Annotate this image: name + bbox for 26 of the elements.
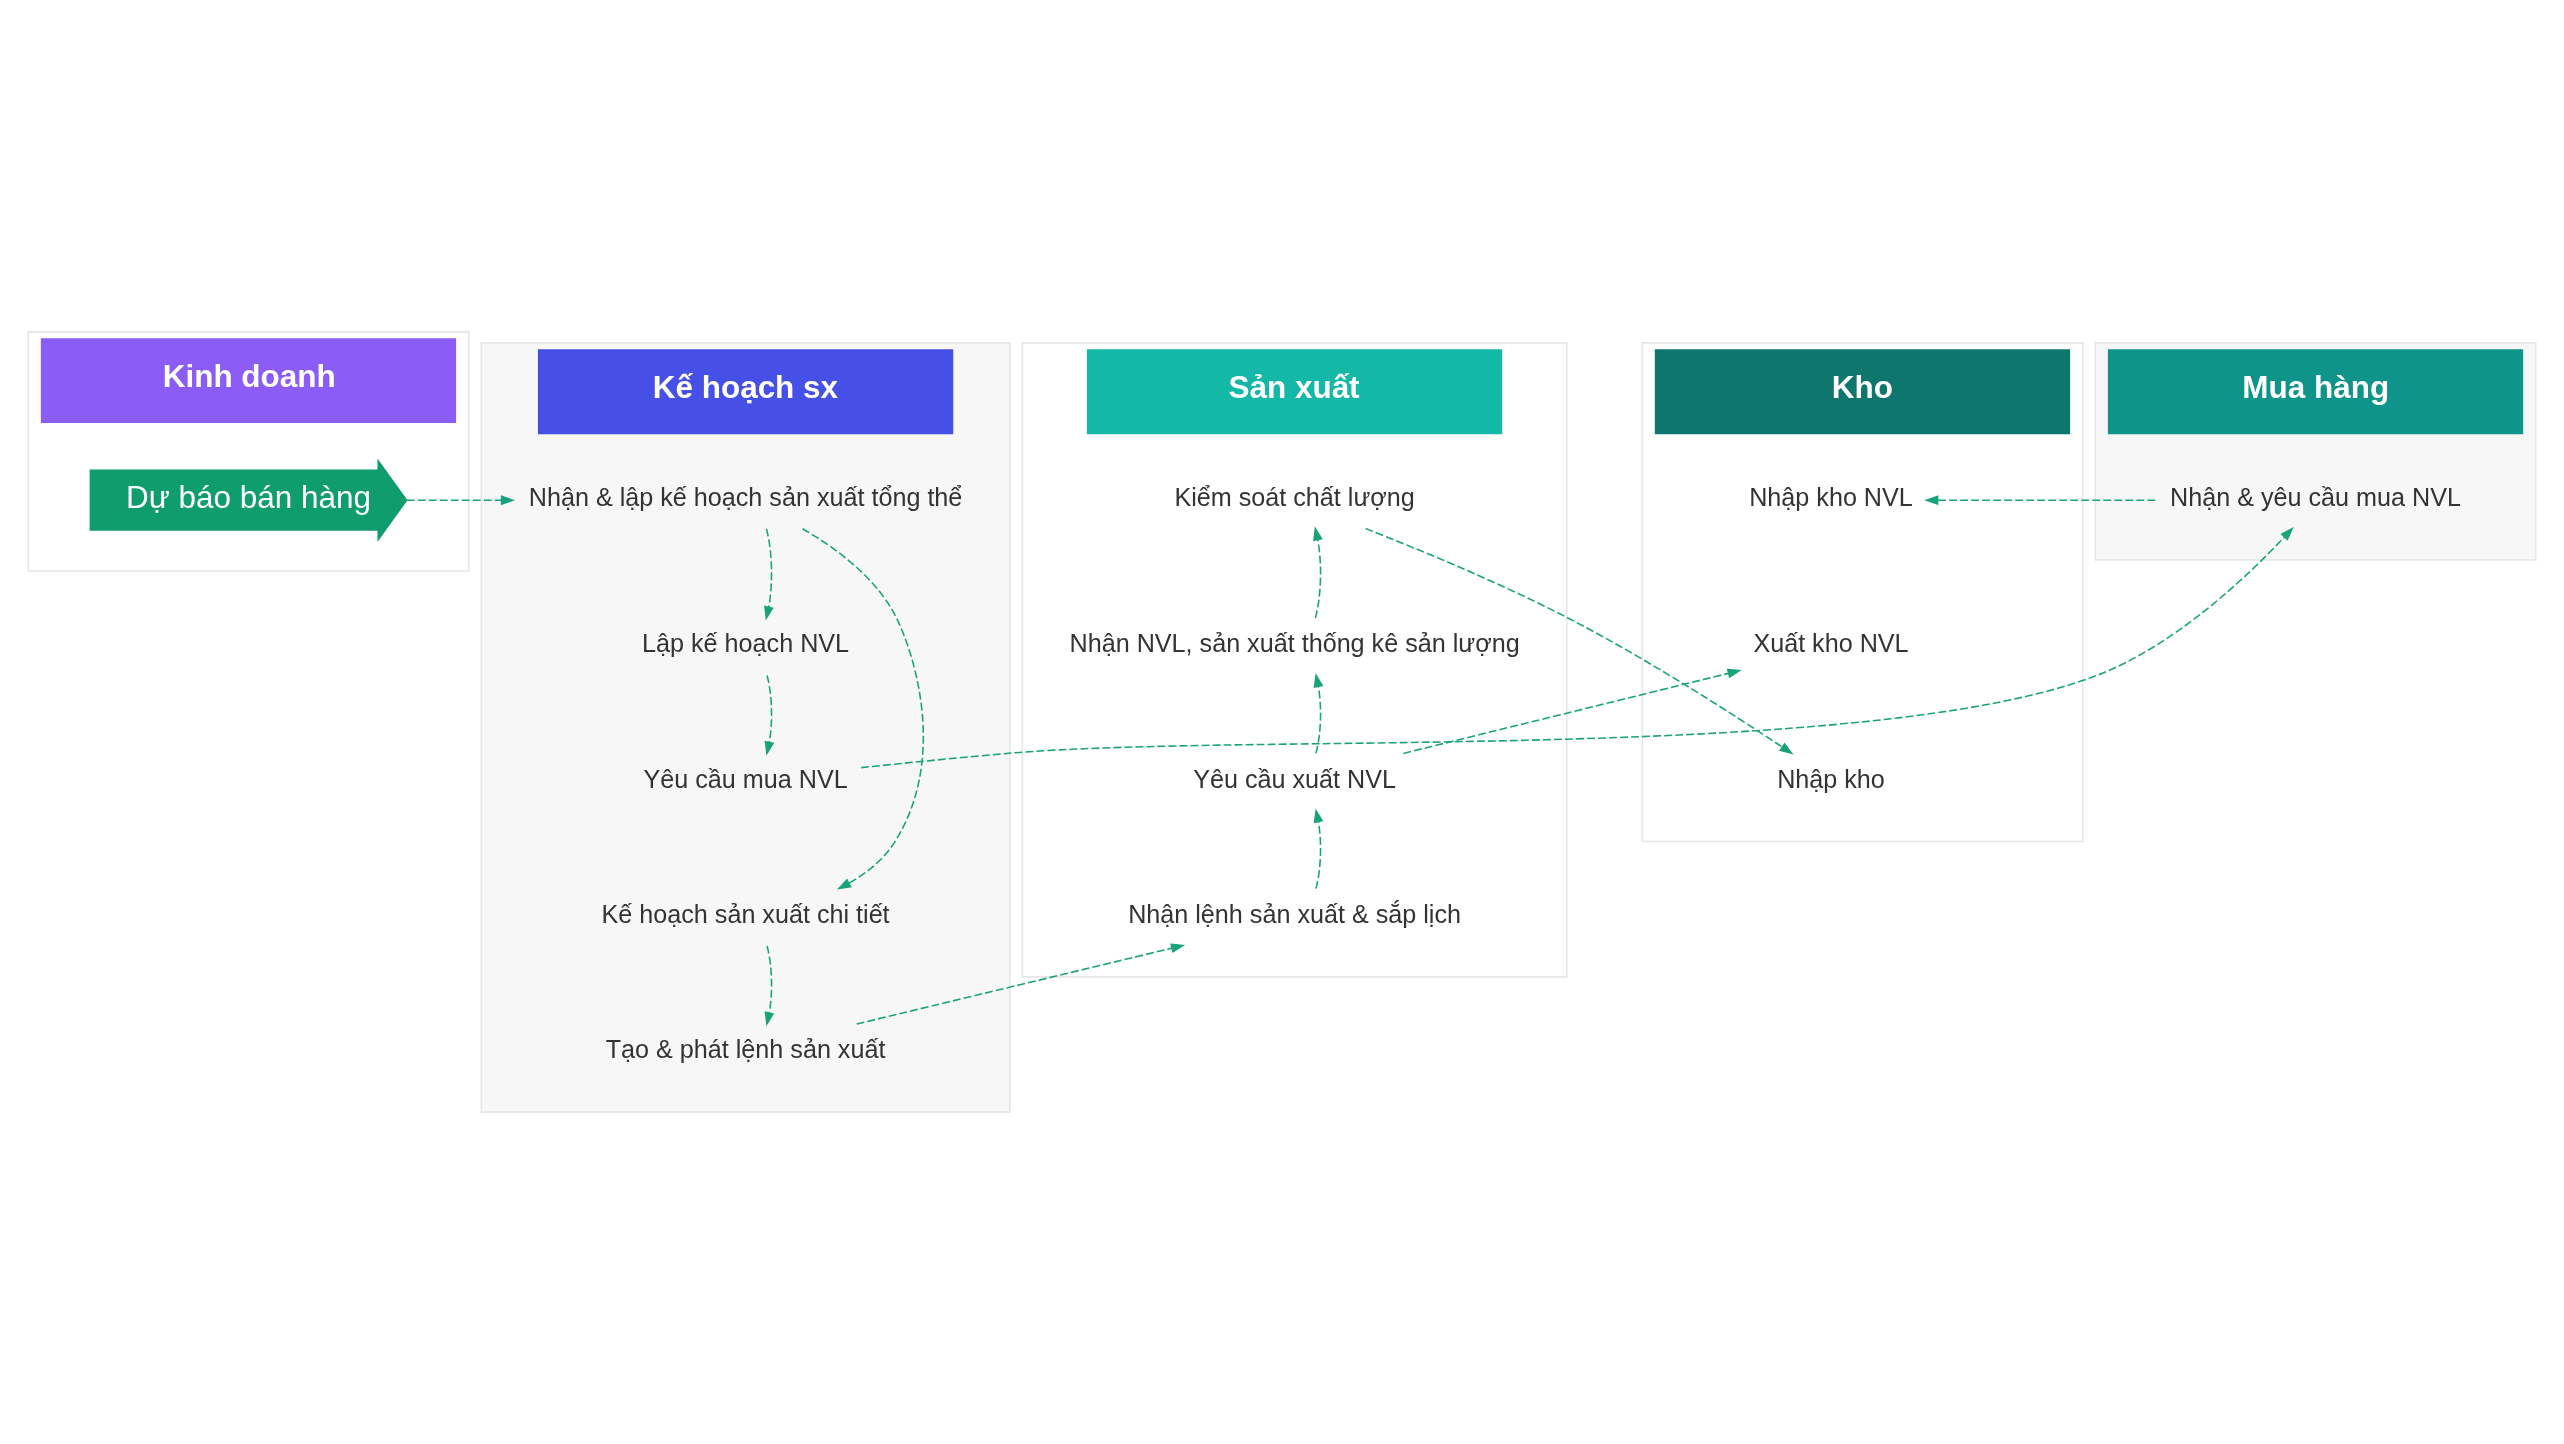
- node-text: Nhận NVL, sản xuất thống kê sản lượng: [1069, 629, 1520, 658]
- arrow: [860, 527, 2294, 769]
- arrow: [1313, 808, 1324, 890]
- arrow: [1924, 495, 2156, 506]
- node-text: Lập kế hoạch NVL: [642, 629, 850, 658]
- arrow: [855, 943, 1186, 1025]
- arrow: [764, 527, 774, 621]
- node-text: Nhận lệnh sản xuất & sắp lịch: [1128, 900, 1462, 929]
- node-text: Kiểm soát chất lượng: [1174, 483, 1415, 512]
- arrow: [764, 674, 775, 756]
- node-text: Nhập kho NVL: [1749, 483, 1913, 512]
- arrow: [1313, 526, 1323, 619]
- arrow: [801, 527, 925, 890]
- arrow: [405, 495, 515, 506]
- arrow: [1313, 673, 1324, 755]
- node-text: Nhận & yêu cầu mua NVL: [2170, 483, 2461, 512]
- node-text: Kế hoạch sản xuất chi tiết: [601, 900, 890, 929]
- node-text: Nhận & lập kế hoạch sản xuất tổng thể: [528, 483, 963, 512]
- node-text: Yêu cầu xuất NVL: [1193, 764, 1396, 793]
- node-text: Tạo & phát lệnh sản xuất: [605, 1035, 886, 1064]
- node-text: Nhập kho: [1777, 764, 1885, 793]
- arrow: [764, 945, 775, 1027]
- node-text: Yêu cầu mua NVL: [643, 764, 848, 793]
- arrow: [1364, 527, 1794, 755]
- node-text: Xuất kho NVL: [1753, 629, 1909, 658]
- arrow: [1402, 668, 1742, 755]
